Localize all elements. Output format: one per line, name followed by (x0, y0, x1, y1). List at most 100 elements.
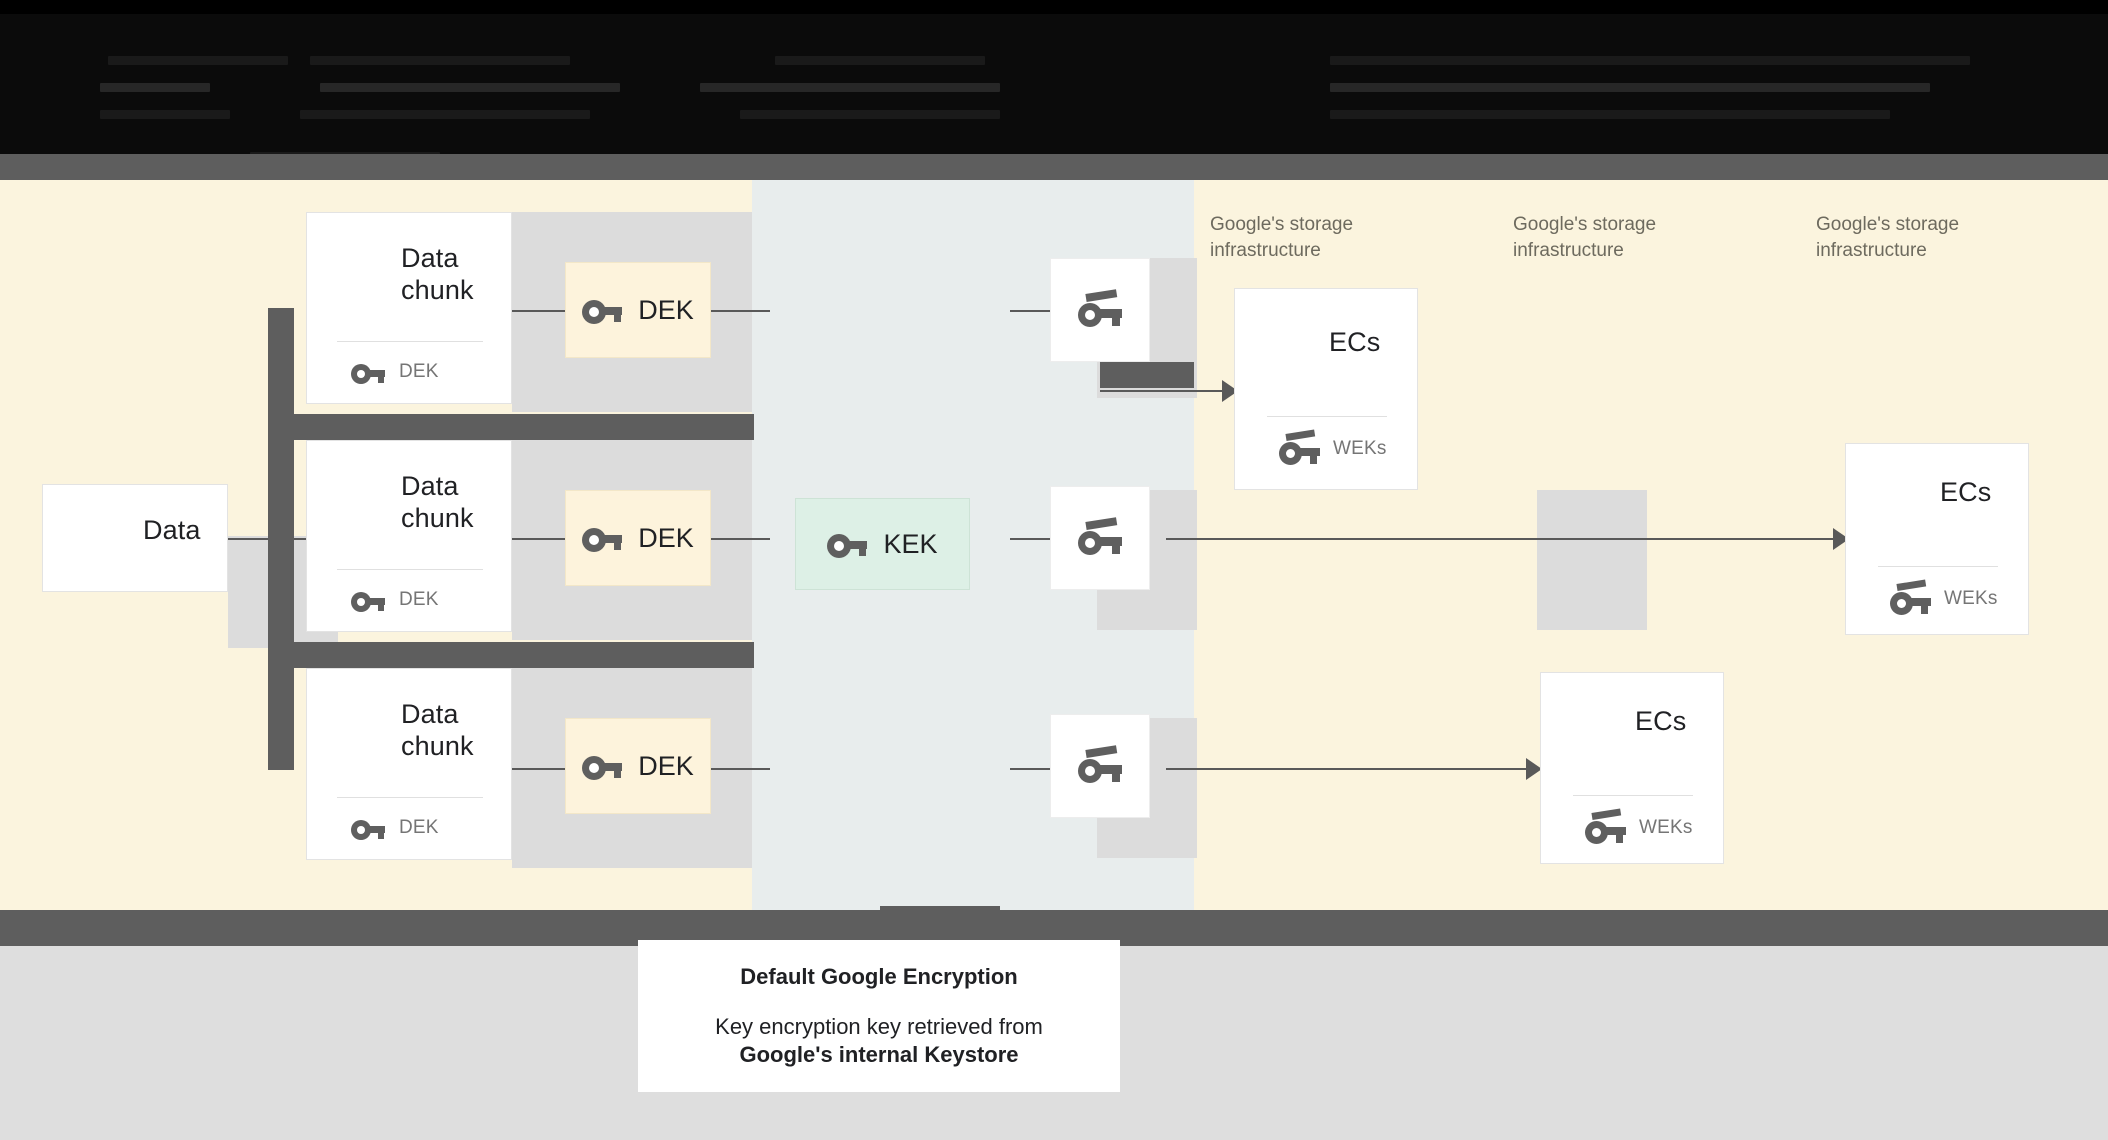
ecs-label: ECs (1635, 706, 1687, 736)
caption-card: Default Google Encryption Key encryption… (638, 940, 1120, 1092)
dek-chip-3[interactable]: DEK (565, 718, 711, 814)
redaction-bar-h2 (294, 642, 754, 668)
ecs-header-row: ECs (1878, 477, 1991, 509)
dek-chip-2[interactable]: DEK (565, 490, 711, 586)
data-card[interactable]: Data (42, 484, 228, 592)
kek-chip[interactable]: KEK (795, 498, 970, 590)
arrowhead-ecs-3 (1526, 758, 1542, 780)
redacted-text-line (700, 83, 1000, 92)
chunk-dek-label: DEK (399, 361, 439, 382)
ecs-label: ECs (1940, 477, 1992, 507)
redacted-text-line (300, 110, 590, 119)
connector-dek3-out (710, 768, 770, 770)
redaction-bar-h1 (294, 414, 754, 440)
dek-chip-1[interactable]: DEK (565, 262, 711, 358)
caption-line-1: Key encryption key retrieved from (715, 1014, 1043, 1040)
connector-into-wek-1 (1010, 310, 1050, 312)
chunk-dek-row: DEK (351, 360, 439, 384)
connector-dek2-out (710, 538, 770, 540)
connector-into-wek-3 (1010, 768, 1050, 770)
chunk-dek-row: DEK (351, 588, 439, 612)
wrapped-key-icon (1585, 808, 1626, 844)
redacted-text-line (775, 56, 985, 65)
chunk-dek-label: DEK (399, 589, 439, 610)
redaction-bar-h4 (880, 906, 1000, 918)
key-icon (351, 588, 385, 612)
key-icon (351, 360, 385, 384)
ecs-card-2[interactable]: ECs WEKs (1845, 443, 2029, 635)
redacted-text-line (108, 56, 288, 65)
redacted-text-line (100, 83, 210, 92)
top-black-band (0, 0, 2108, 14)
ecs-card-3[interactable]: ECs WEKs (1540, 672, 1724, 864)
key-icon (582, 752, 623, 780)
dek-chip-label: DEK (638, 750, 694, 781)
redacted-text-line (310, 56, 570, 65)
caption-title: Default Google Encryption (740, 964, 1018, 990)
connector-chunk2-dek (505, 538, 565, 540)
dek-chip-label: DEK (638, 294, 694, 325)
redacted-text-line (320, 83, 620, 92)
redacted-text-line (1330, 56, 1970, 65)
ecs-header-row: ECs (1573, 706, 1686, 738)
card-divider (337, 341, 483, 342)
wrapped-key-icon (1078, 289, 1122, 327)
caption-line-2: Google's internal Keystore (739, 1041, 1019, 1067)
ecs-card-1[interactable]: ECs WEKs (1234, 288, 1418, 490)
data-card-label: Data (143, 515, 201, 545)
wrapped-key-box-3[interactable] (1050, 714, 1150, 818)
card-divider (1267, 416, 1387, 417)
data-card-row: Data (79, 515, 200, 547)
connector-wek2-ecs2 (1166, 538, 1841, 540)
connector-wek3-ecs3 (1166, 768, 1534, 770)
connector-wek1-ecs1 (1100, 390, 1230, 392)
card-divider (1878, 566, 1998, 567)
wrapped-key-box-1[interactable] (1050, 258, 1150, 362)
connector-dek1-out (710, 310, 770, 312)
chunk-dek-row: DEK (351, 816, 439, 840)
key-icon (351, 816, 385, 840)
key-icon (582, 524, 623, 552)
connector-chunk1-dek (505, 310, 565, 312)
dek-chip-label: DEK (638, 522, 694, 553)
card-divider (337, 797, 483, 798)
weks-label: WEKs (1944, 588, 1998, 609)
wrapped-key-icon (1078, 745, 1122, 783)
ecs-weks-row: WEKs (1585, 808, 1693, 844)
redaction-bar-vertical (268, 308, 294, 770)
weks-label: WEKs (1639, 817, 1693, 838)
redacted-text-line (100, 110, 230, 119)
ecs-weks-row: WEKs (1279, 429, 1387, 465)
connector-into-wek-2 (1010, 538, 1050, 540)
redacted-text-line (1330, 110, 1890, 119)
ecs-weks-row: WEKs (1890, 579, 1998, 615)
chunk-dek-label: DEK (399, 817, 439, 838)
card-divider (337, 569, 483, 570)
wrapped-key-icon (1279, 429, 1320, 465)
strip-behind-arrow-mid (1537, 490, 1647, 630)
ecs-label: ECs (1329, 327, 1381, 357)
weks-label: WEKs (1333, 438, 1387, 459)
redacted-text-line (1330, 83, 1930, 92)
wrapped-key-box-2[interactable] (1050, 486, 1150, 590)
key-icon (827, 530, 868, 558)
connector-chunk3-dek (505, 768, 565, 770)
wrapped-key-icon (1890, 579, 1931, 615)
upper-divider-band (0, 154, 2108, 180)
card-divider (1573, 795, 1693, 796)
wrapped-key-icon (1078, 517, 1122, 555)
redaction-bar-h3 (1100, 362, 1194, 388)
ecs-header-row: ECs (1267, 327, 1380, 359)
